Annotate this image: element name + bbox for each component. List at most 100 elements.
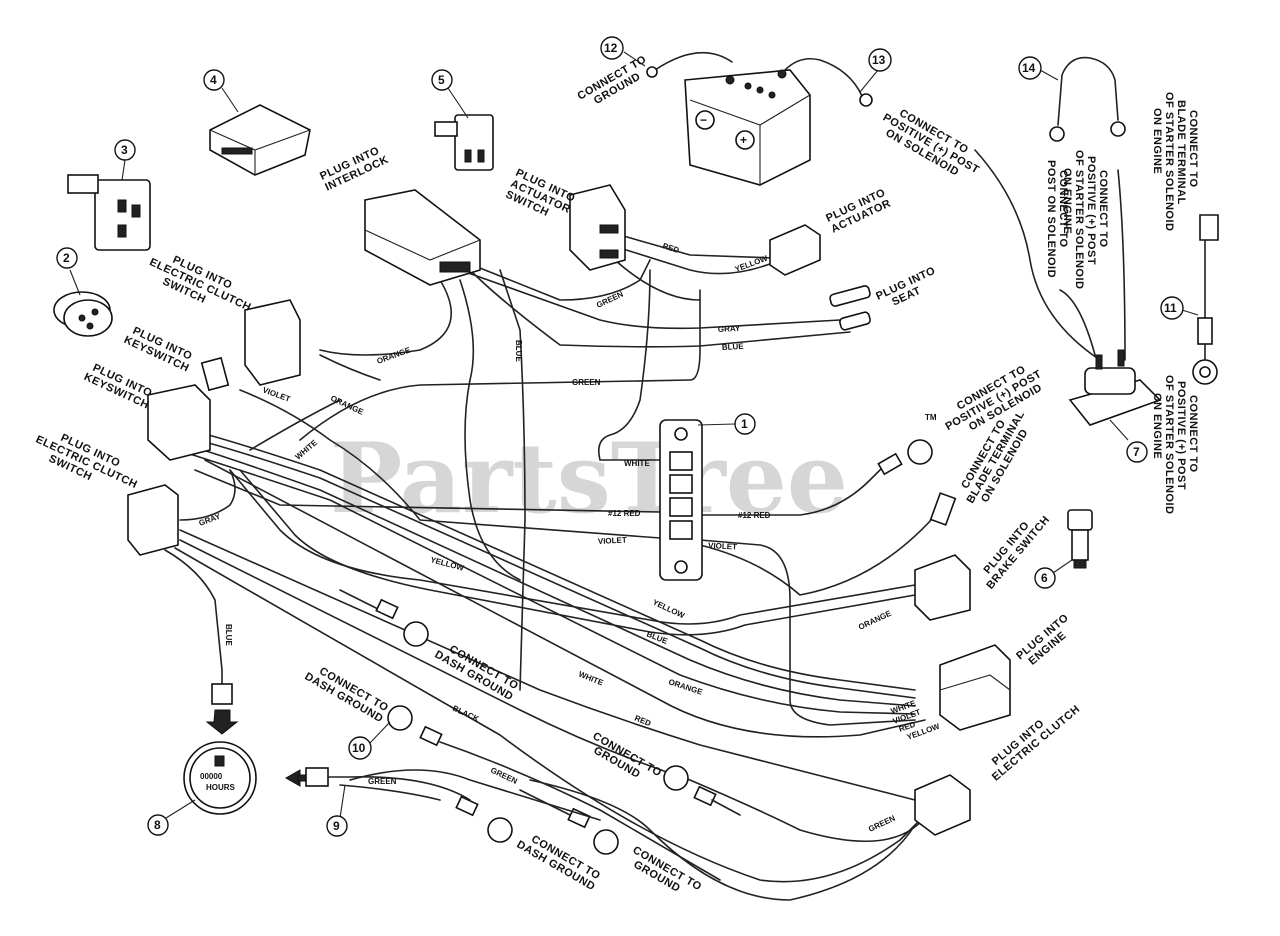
wire-labels: RED YELLOW GREEN GRAY BLUE ORANGE BLUE G… (198, 241, 942, 833)
green-clutch-wire (529, 779, 916, 901)
wire-label-green-hourmeter: GREEN (368, 777, 397, 786)
wire-label-violet-reg-left: VIOLET (598, 535, 627, 546)
note-line: ON ENGINE (1151, 393, 1163, 459)
callout-8-number: 8 (154, 818, 161, 832)
callout-7: 7 (1126, 441, 1148, 463)
callout-5-number: 5 (438, 73, 445, 87)
cable-14 (1057, 56, 1119, 126)
note-line: CONNECT TO (1097, 170, 1109, 248)
wire-label-blue-hourmeter: BLUE (224, 624, 233, 646)
wire-label-yellow-long: YELLOW (651, 598, 686, 621)
note-connect-dash-ground-2: CONNECT TO DASH GROUND (303, 665, 391, 725)
wire-label-green-clutch: GREEN (867, 814, 897, 834)
callout-4: 4 (203, 69, 225, 91)
note-line: POSITIVE (+) POST (1175, 381, 1187, 490)
keyswitch-plug-upper (200, 356, 230, 392)
note-connect-ground-mid: CONNECT TO GROUND (591, 730, 664, 781)
callout-8: 8 (147, 814, 169, 836)
note-connect-positive-13: CONNECT TO POSITIVE (+) POST ON SOLENOID (881, 107, 981, 178)
battery-negative-symbol: − (700, 113, 707, 127)
wire-label-gray-clutch: GRAY (198, 512, 223, 528)
note-line: OF STARTER SOLENOID (1163, 92, 1175, 231)
hour-meter-digits: 00000 (200, 772, 223, 781)
callout-3: 3 (114, 139, 136, 161)
keyswitch (53, 291, 113, 337)
note-line: POSITIVE (+) POST (1085, 156, 1097, 265)
callout-2-number: 2 (63, 251, 70, 265)
brake-switch-plug (914, 554, 971, 621)
main-harness (164, 234, 941, 883)
note-line: BLADE TERMINAL (1175, 100, 1187, 205)
callout-9-number: 9 (333, 819, 340, 833)
battery-positive-symbol: + (740, 133, 747, 147)
note-line: POST ON SOLENOID (1045, 160, 1057, 278)
actuator-switch-plug (569, 184, 626, 271)
ground-ring-bottom (519, 789, 619, 855)
ground-ring-dash-2 (387, 705, 721, 881)
electric-clutch-plug (914, 774, 971, 836)
wire-label-violet-reg-right: VIOLET (708, 541, 737, 552)
battery-positive-terminal (735, 130, 755, 150)
wire-label-gray: GRAY (718, 324, 741, 334)
cable-11 (1192, 214, 1219, 385)
callout-6: 6 (1034, 567, 1056, 589)
note-line: ON ENGINE (1061, 168, 1073, 234)
wire-label-white: WHITE (294, 438, 320, 462)
interlock-plug (364, 189, 481, 286)
note-plug-elec-clutch-switch-upper: PLUG INTO ELECTRIC CLUTCH SWITCH (148, 254, 253, 314)
ground-ring-dash-3 (339, 784, 513, 843)
battery-negative-terminal (695, 110, 715, 130)
clutch-switch (67, 174, 151, 251)
positive-cable-13 (784, 57, 863, 97)
solenoid-cable (974, 149, 1101, 361)
wire-label-black: BLACK (451, 704, 480, 724)
note-connect-pos-starter-11: CONNECT TO POSITIVE (+) POST OF STARTER … (1151, 375, 1199, 514)
note-plug-elec-clutch-switch-lower: PLUG INTO ELECTRIC CLUTCH SWITCH (34, 432, 139, 491)
engine-plug (939, 644, 1011, 731)
wire-label-blue: BLUE (722, 342, 745, 352)
voltage-regulator (659, 419, 703, 581)
callout-leaders (69, 51, 1199, 819)
callout-9: 9 (326, 815, 348, 837)
brake-switch (1067, 509, 1093, 569)
ring-positive-solenoid (877, 439, 933, 476)
callout-14: 14 (1018, 56, 1042, 80)
note-plug-keyswitch-lower: PLUG INTO KEYSWITCH (82, 362, 154, 412)
callout-10-number: 10 (352, 741, 366, 755)
hour-meter: 00000 HOURS (183, 669, 471, 815)
battery: − + (684, 69, 811, 186)
callout-12: 12 (600, 36, 624, 60)
watermark-tm: TM (925, 413, 937, 422)
starter-solenoid (1068, 349, 1162, 426)
wire-label-red: RED (661, 241, 680, 255)
note-line: OF STARTER SOLENOID (1073, 150, 1085, 289)
wire-label-white-long: WHITE (577, 670, 605, 688)
callout-11: 11 (1160, 296, 1184, 320)
callout-12-number: 12 (604, 41, 618, 55)
callout-3-number: 3 (121, 143, 128, 157)
callout-13-number: 13 (872, 53, 886, 67)
wire-label-green-dash: GREEN (489, 766, 519, 786)
callout-10: 10 (348, 736, 372, 760)
wire-label-12-red-left: #12 RED (608, 509, 641, 518)
actuator-switch (434, 114, 494, 171)
wire-label-white-reg: WHITE (624, 459, 650, 468)
note-connect-dash-ground-3: CONNECT TO DASH GROUND (515, 833, 603, 893)
wire-label-orange-right: ORANGE (857, 609, 893, 632)
callout-5: 5 (431, 69, 453, 91)
ground-ring-dash-1 (339, 589, 429, 647)
clutch-switch-plug-lower (127, 484, 179, 556)
note-line: CONNECT TO (1187, 110, 1199, 188)
note-plug-actuator-switch: PLUG INTO ACTUATOR SWITCH (504, 167, 577, 219)
callout-7-number: 7 (1133, 445, 1140, 459)
wire-label-12-red-right: #12 RED (738, 511, 771, 520)
seat-plugs (829, 285, 871, 331)
relay-module (209, 104, 311, 176)
wire-label-orange-mid: ORANGE (329, 394, 365, 417)
note-connect-post-solenoid: CONNECT TO POST ON SOLENOID (1045, 160, 1069, 278)
wire-label-green: GREEN (595, 290, 625, 310)
actuator-plug (769, 224, 821, 276)
callout-2: 2 (56, 247, 78, 269)
callout-11-number: 11 (1164, 301, 1177, 315)
note-line: CONNECT TO (1057, 170, 1069, 248)
